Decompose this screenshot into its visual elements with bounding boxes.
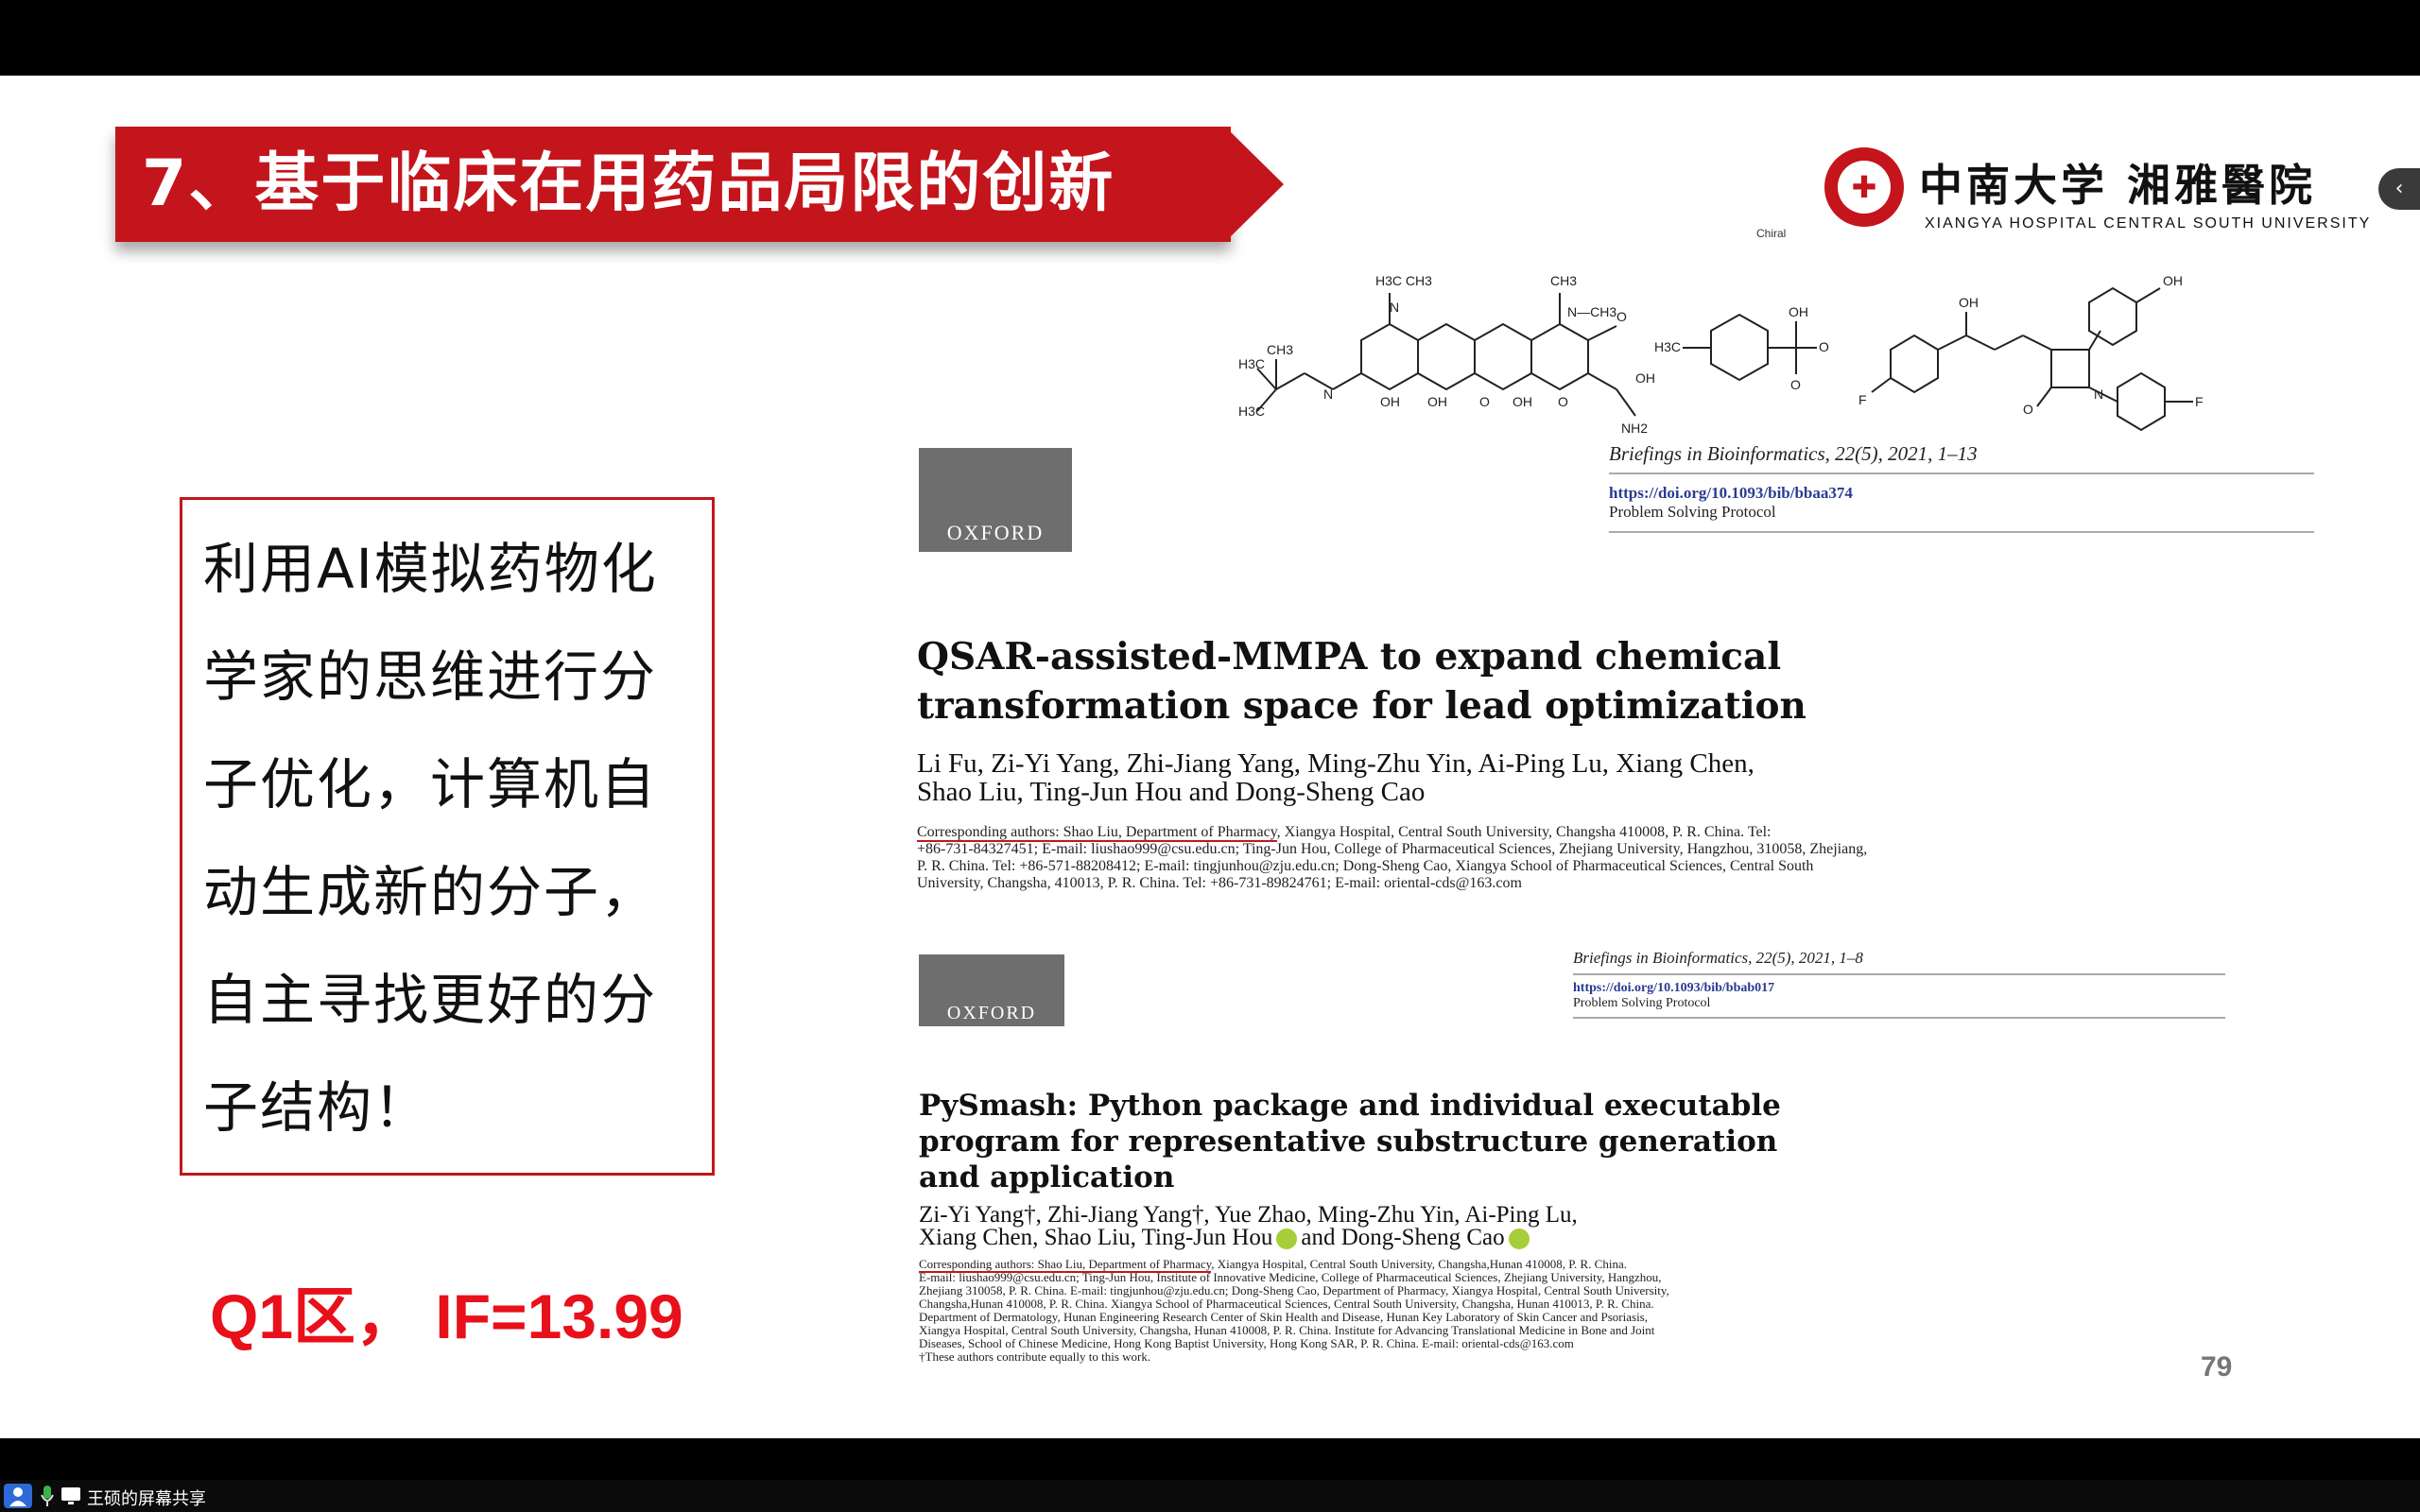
user-icon[interactable] [4,1484,32,1508]
paper2-authors-text: and Dong-Sheng Cao [1301,1225,1505,1250]
chem-chiral-label: Chiral [1756,227,1787,240]
svg-text:NH2: NH2 [1621,421,1648,436]
screen-share-label: 王硕的屏幕共享 [87,1489,206,1509]
svg-text:F: F [1858,392,1867,407]
paper2-authors-line: Zi-Yi Yang†, Zhi-Jiang Yang†, Yue Zhao, … [919,1202,1578,1228]
paper1-corr-text: , Xiangya Hospital, Central South Univer… [1276,824,1772,840]
svg-text:F: F [2195,394,2204,409]
summary-text-box: 利用AI模拟药物化 学家的思维进行分 子优化，计算机自 动生成新的分子， 自主寻… [180,497,715,1176]
chevron-left-icon[interactable]: ‹ [2378,168,2420,210]
orcid-icon[interactable] [1508,1228,1530,1250]
paper2-corr-text: , Xiangya Hospital, Central South Univer… [1211,1257,1627,1271]
svg-text:H3C: H3C [1238,356,1265,371]
paper2-journal: Briefings in Bioinformatics, 22(5), 2021… [1573,949,1863,967]
svg-text:CH3: CH3 [1550,273,1577,288]
paper1-rule [1609,472,2314,474]
top-black-bar [0,0,2420,76]
svg-text:N: N [2094,387,2103,402]
paper2-corr-underlined: Corresponding authors: Shao Liu, Departm… [919,1257,1212,1273]
svg-text:OH: OH [1380,394,1400,409]
svg-text:OH: OH [1512,394,1532,409]
svg-text:H3C CH3: H3C CH3 [1375,273,1432,288]
svg-text:OH: OH [1635,370,1655,386]
paper2-title-line: and application [919,1160,1175,1194]
microphone-icon[interactable] [40,1484,55,1508]
paper2-correspondence-line: Corresponding authors: Shao Liu, Departm… [919,1257,1627,1273]
summary-line: 子结构！ [203,1075,431,1140]
oxford-logo: OXFORD [919,954,1064,1026]
paper2-rule [1573,973,2225,975]
chemical-structures-image: H3C CH3 N N H3C H3C CH3 CH3 N—CH3 O NH2 … [1238,273,2204,436]
logo-english-text: XIANGYA HOSPITAL CENTRAL SOUTH UNIVERSIT… [1925,215,2372,232]
paper1-journal: Briefings in Bioinformatics, 22(5), 2021… [1609,442,1978,465]
svg-text:O: O [1819,339,1829,354]
svg-text:O: O [1616,309,1627,324]
svg-text:O: O [1558,394,1568,409]
svg-text:OH: OH [1789,304,1808,319]
paper1-correspondence-line: Corresponding authors: Shao Liu, Departm… [917,824,1772,842]
paper2-rule [1573,1017,2225,1019]
paper1-rule [1609,531,2314,533]
svg-text:CH3: CH3 [1267,342,1293,357]
paper1-title-line: transformation space for lead optimizati… [917,684,1806,728]
paper2-title-line: program for representative substructure … [919,1125,1778,1159]
svg-text:O: O [1790,377,1801,392]
paper1-authors-line: Shao Liu, Ting-Jun Hou and Dong-Sheng Ca… [917,777,1426,807]
paper2-correspondence-line: Department of Dermatology, Hunan Enginee… [919,1310,1648,1324]
paper2-correspondence-line: Changsha,Hunan 410008, P. R. China. Xian… [919,1297,1654,1311]
paper2-correspondence-line: †These authors contribute equally to thi… [919,1349,1151,1364]
svg-text:O: O [1479,394,1490,409]
summary-line: 动生成新的分子， [203,860,658,924]
paper2-correspondence-line: Diseases, School of Chinese Medicine, Ho… [919,1336,1574,1350]
logo-chinese-text: 中南大学 湘雅醫院 [1919,160,2317,211]
svg-text:H3C: H3C [1654,339,1681,354]
hospital-seal-icon: ✚ [1824,147,1904,227]
paper2-protocol: Problem Solving Protocol [1573,996,1711,1010]
svg-text:OH: OH [1427,394,1447,409]
title-banner [115,127,1231,242]
summary-line: 子优化，计算机自 [203,752,658,816]
svg-text:N: N [1390,300,1399,315]
paper1-correspondence-line: P. R. China. Tel: +86-571-88208412; E-ma… [917,858,1814,874]
oxford-logo: OXFORD [919,448,1072,552]
svg-text:N—CH3: N—CH3 [1567,304,1616,319]
svg-text:N: N [1323,387,1333,402]
paper1-protocol: Problem Solving Protocol [1609,503,1776,521]
screen-share-icon[interactable] [60,1484,81,1508]
paper1-title-line: QSAR-assisted-MMPA to expand chemical [917,635,1782,679]
slide-title: 7、基于临床在用药品局限的创新 [142,146,1115,221]
screen-share-toolbar [0,1480,2420,1512]
title-banner-arrow [1225,127,1284,242]
svg-text:O: O [2023,402,2033,417]
presentation-slide: 7、基于临床在用药品局限的创新 ✚ 中南大学 湘雅醫院 XIANGYA HOSP… [0,76,2420,1438]
paper2-authors-text: Xiang Chen, Shao Liu, Ting-Jun Hou [919,1225,1273,1250]
orcid-icon[interactable] [1276,1228,1298,1250]
paper1-authors-line: Li Fu, Zi-Yi Yang, Zhi-Jiang Yang, Ming-… [917,748,1754,779]
paper2-correspondence-line: Xiangya Hospital, Central South Universi… [919,1323,1655,1337]
impact-factor-label: Q1区， IF=13.99 [210,1281,683,1351]
paper2-correspondence-line: E-mail: liushao999@csu.edu.cn; Ting-Jun … [919,1270,1662,1284]
paper1-corr-underlined: Corresponding authors: Shao Liu, Departm… [917,824,1277,842]
paper1-doi-link[interactable]: https://doi.org/10.1093/bib/bbaa374 [1609,484,1853,502]
summary-line: 利用AI模拟药物化 [203,537,658,601]
paper2-authors-line: Xiang Chen, Shao Liu, Ting-Jun Hou and Do… [919,1225,1533,1251]
paper2-doi-link[interactable]: https://doi.org/10.1093/bib/bbab017 [1573,981,1775,995]
summary-line: 学家的思维进行分 [203,644,658,709]
svg-text:H3C: H3C [1238,404,1265,419]
svg-text:OH: OH [1959,295,1979,310]
paper2-correspondence-line: Zhejiang 310058, P. R. China. E-mail: ti… [919,1283,1669,1297]
summary-line: 自主寻找更好的分 [203,968,658,1032]
paper1-correspondence-line: +86-731-84327451; E-mail: liushao999@csu… [917,841,1868,857]
paper2-title-line: PySmash: Python package and individual e… [919,1089,1781,1123]
svg-text:OH: OH [2163,273,2183,288]
page-number: 79 [2201,1351,2233,1383]
paper1-correspondence-line: University, Changsha, 410013, P. R. Chin… [917,875,1522,891]
